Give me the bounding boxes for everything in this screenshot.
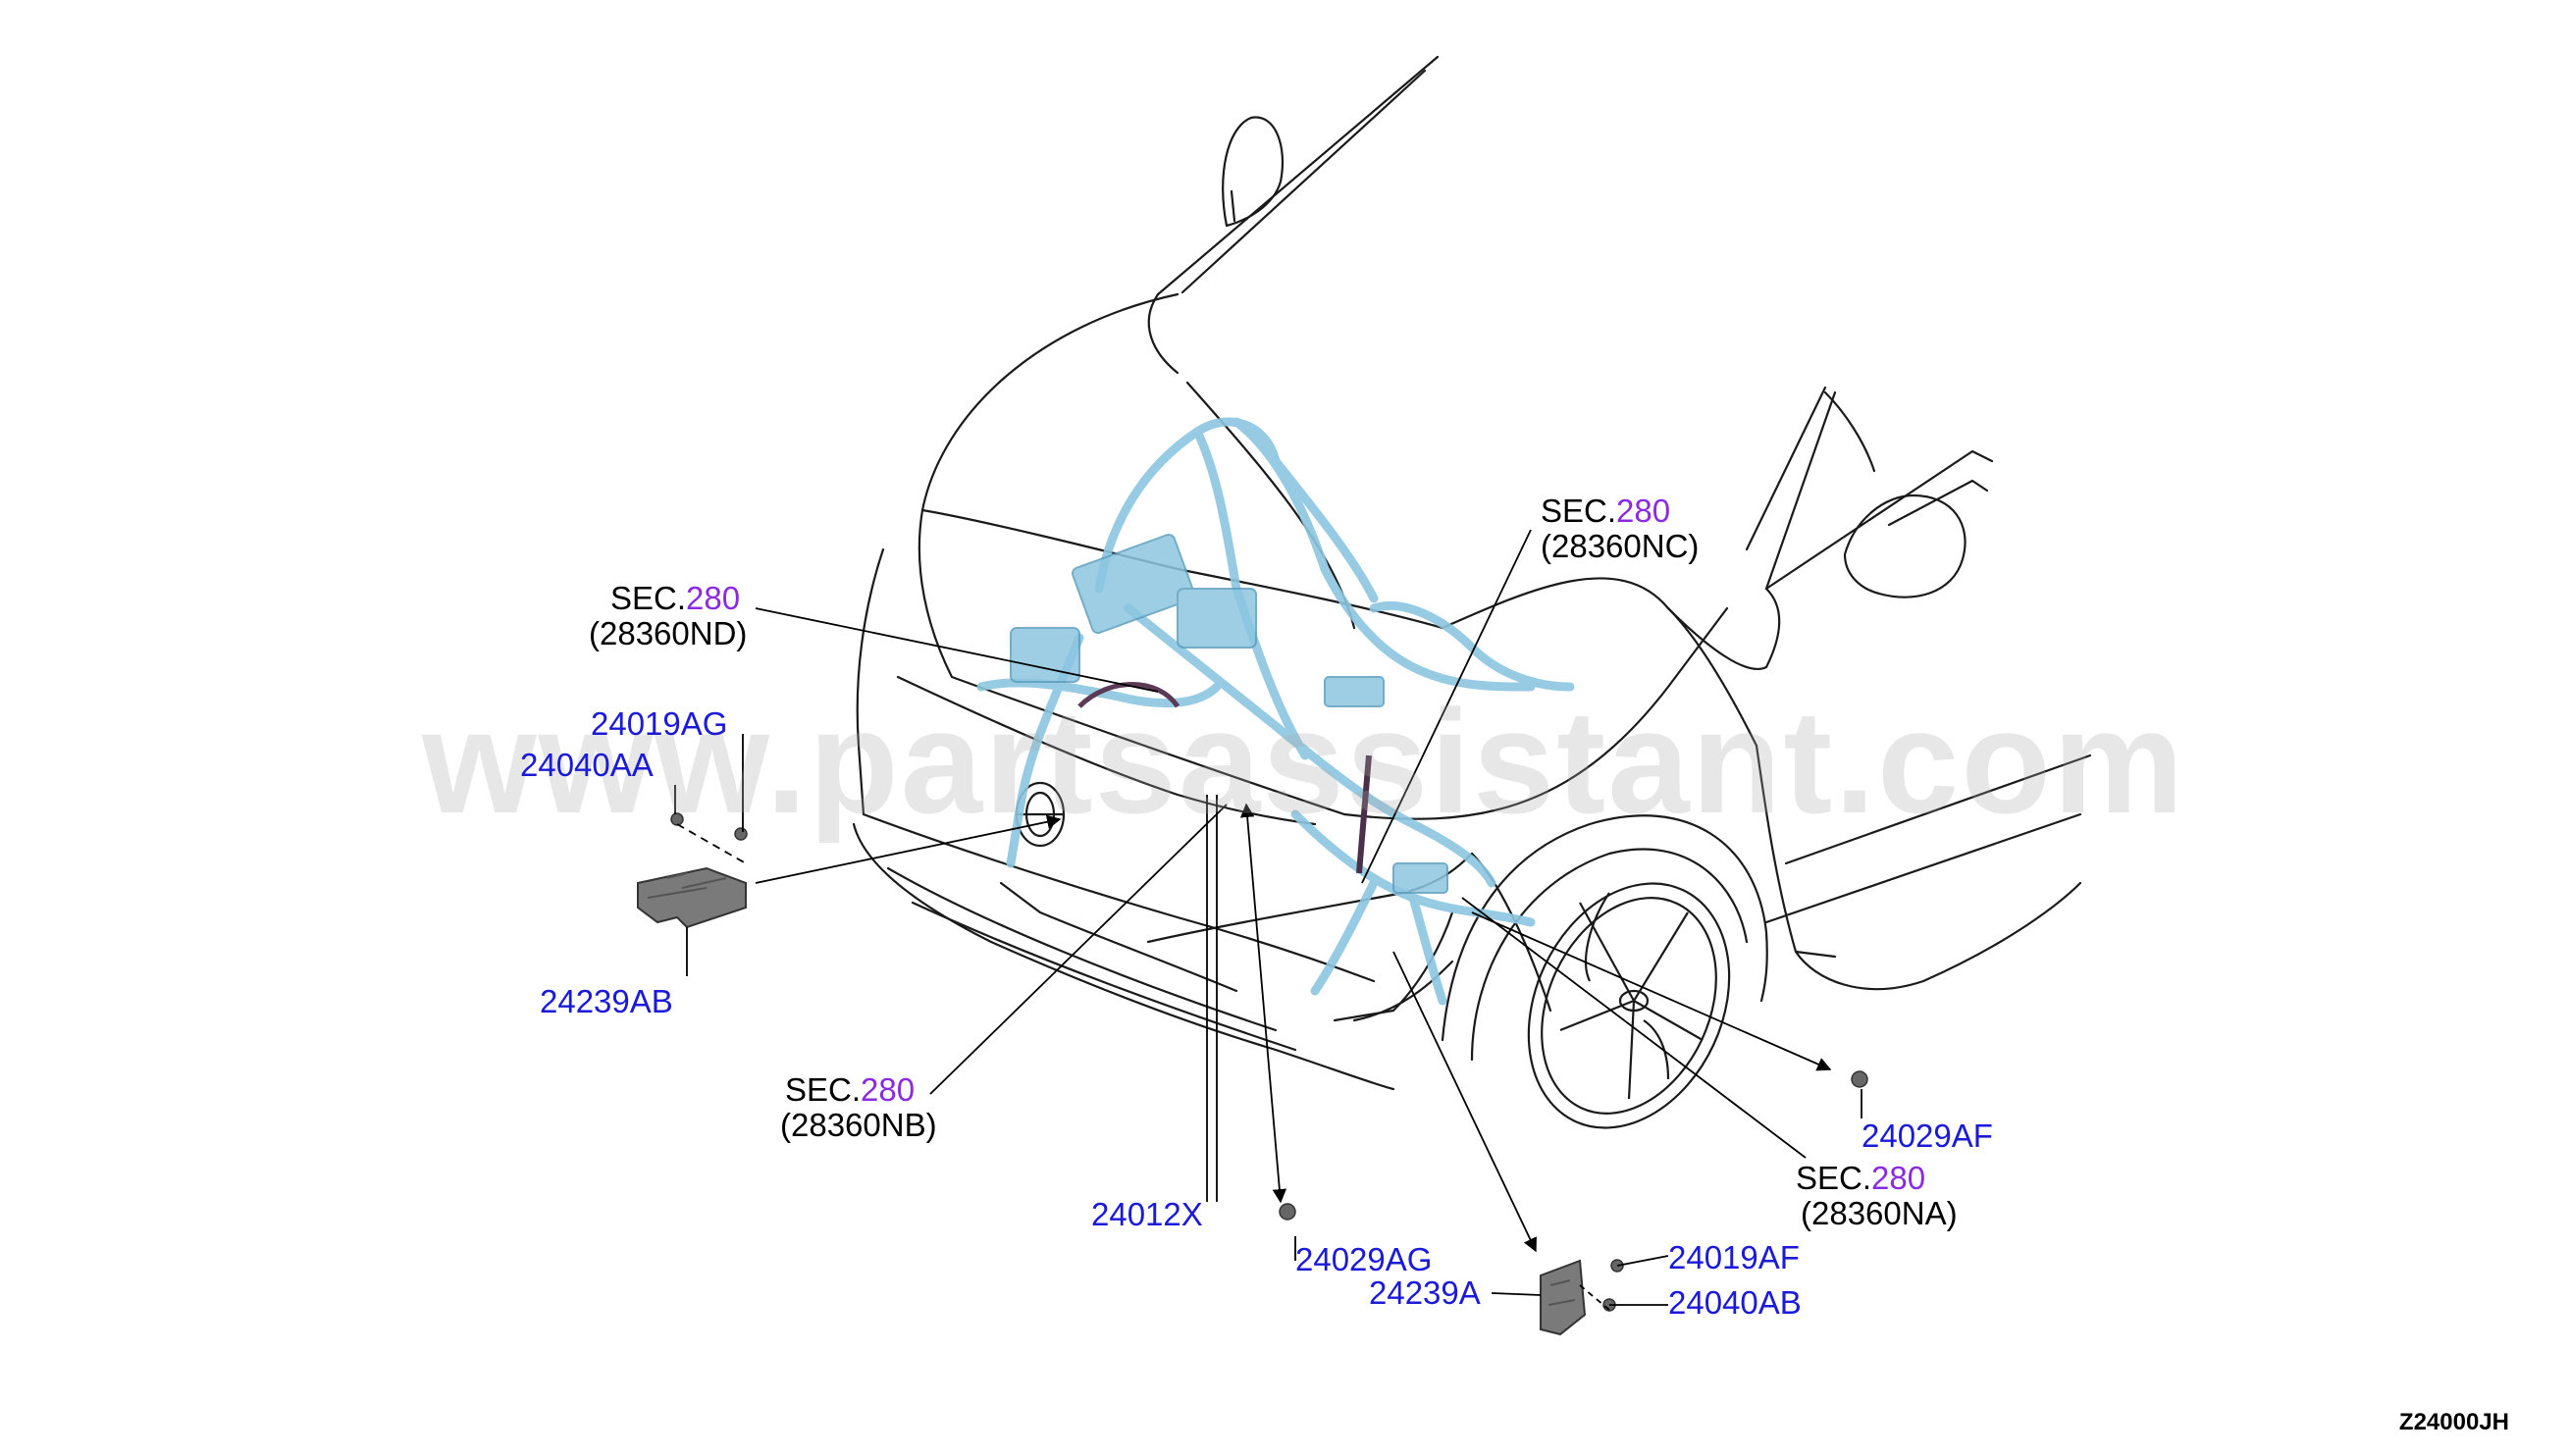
wiring-harness (976, 417, 1575, 1006)
diagram-id: Z24000JH (2398, 1409, 2509, 1435)
hood (918, 292, 1729, 820)
vehicle-outline (852, 55, 2092, 1091)
sec-code: (28360NA) (1801, 1195, 1958, 1231)
sec-prefix: SEC. (1541, 493, 1617, 529)
watermark: www.partsassistant.com (422, 679, 2186, 844)
sec-prefix: SEC. (610, 580, 687, 616)
part-24029ag-link[interactable]: 24029AG (1295, 1241, 1433, 1277)
part-24239a-link[interactable]: 24239A (1369, 1274, 1481, 1311)
left-mirror (1222, 116, 1285, 228)
sec-number-link[interactable]: 280 (686, 580, 741, 616)
part-24040ab-link[interactable]: 24040AB (1668, 1284, 1802, 1321)
part-24040aa-link[interactable]: 24040AA (520, 747, 654, 783)
sec-prefix: SEC. (785, 1071, 862, 1108)
harness-loop (1077, 682, 1180, 708)
right-mirror (1843, 494, 1967, 598)
sec-28360na-label[interactable]: SEC.280 (28360NA) (1796, 1161, 1958, 1231)
sec-28360nc-label[interactable]: SEC.280 (28360NC) (1541, 494, 1699, 564)
sec-number-link[interactable]: 280 (1871, 1160, 1926, 1196)
sec-28360nb-label[interactable]: SEC.280 (28360NB) (780, 1071, 937, 1143)
sec-code: (28360NB) (780, 1107, 937, 1143)
front-bumper (852, 822, 1395, 1091)
bracket-right (1540, 1259, 1587, 1336)
sec-code: (28360ND) (589, 615, 748, 651)
sec-number-link[interactable]: 280 (1616, 493, 1671, 529)
sec-28360nd-label[interactable]: SEC.280 (28360ND) (589, 580, 747, 651)
leader-lines (674, 529, 1862, 1311)
part-24029af-link[interactable]: 24029AF (1862, 1118, 1993, 1154)
part-24019af-link[interactable]: 24019AF (1668, 1239, 1800, 1275)
sec-code: (28360NC) (1541, 528, 1700, 564)
front-wheel (1527, 882, 1731, 1129)
part-24239ab-link[interactable]: 24239AB (540, 983, 673, 1019)
part-24012x-link[interactable]: 24012X (1091, 1196, 1203, 1232)
sec-number-link[interactable]: 280 (861, 1071, 916, 1108)
wheel-arch (1441, 814, 1768, 1042)
harness-blocks (1010, 533, 1448, 894)
part-24019ag-link[interactable]: 24019AG (591, 705, 728, 742)
harness-riser (1356, 754, 1372, 874)
bracket-left (637, 866, 747, 929)
sec-prefix: SEC. (1796, 1160, 1872, 1196)
